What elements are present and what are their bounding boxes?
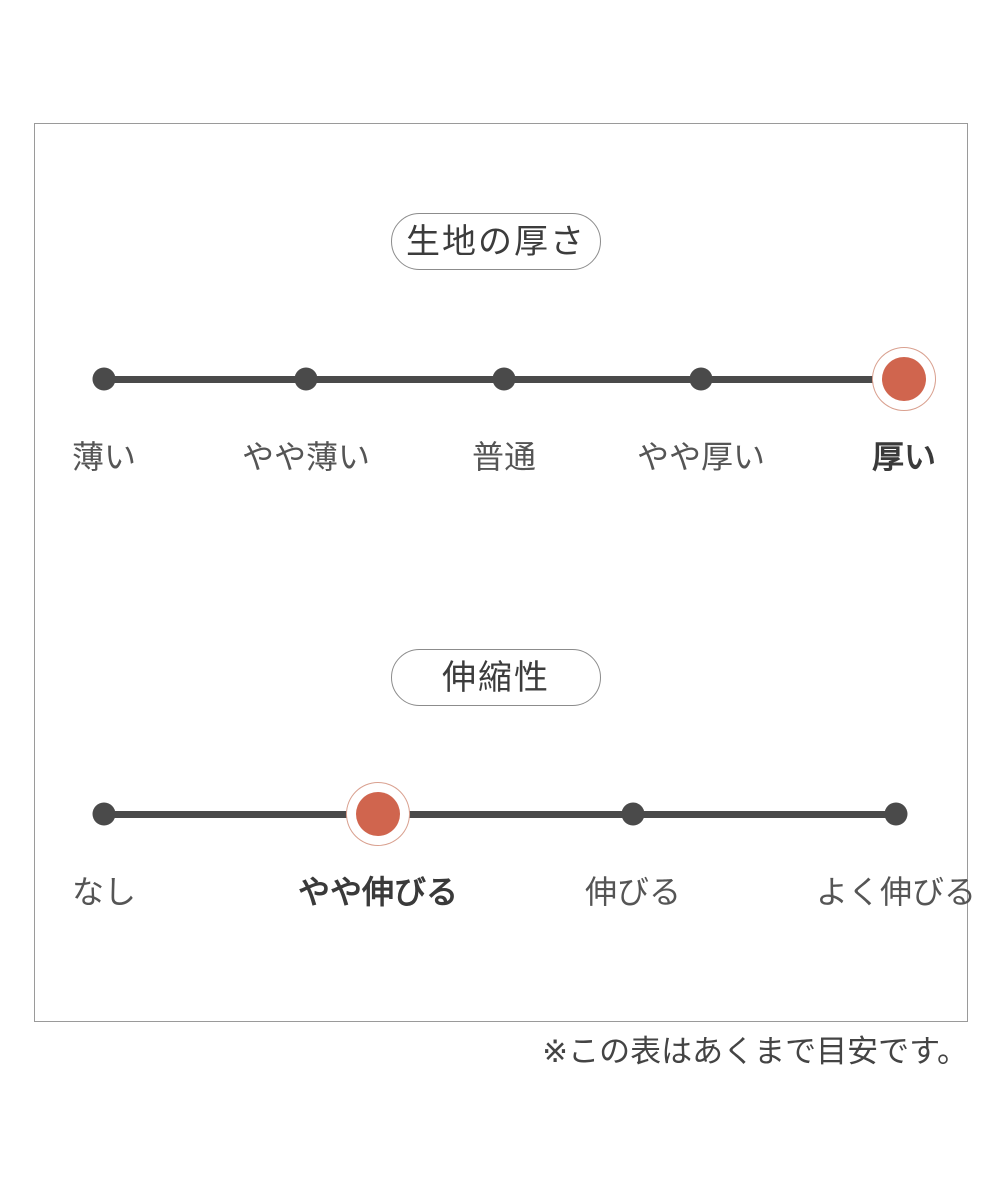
section-title-label-stretch: 伸縮性 bbox=[442, 658, 550, 697]
scale-dot-thickness-4 bbox=[882, 357, 926, 401]
scale-label-thickness-0: 薄い bbox=[71, 439, 137, 475]
scale-dot-stretch-2 bbox=[621, 802, 645, 826]
disclaimer-note: ※この表はあくまで目安です。 bbox=[542, 1034, 968, 1069]
scale-dot-stretch-3 bbox=[884, 802, 908, 826]
scale-dot-thickness-1 bbox=[294, 367, 318, 391]
fabric-spec-frame: 生地の厚さ 薄い やや薄い 普通 やや厚い 厚い 伸縮性 なし やや伸びる 伸びる よく伸びる bbox=[34, 123, 976, 1022]
scale-dot-thickness-0 bbox=[92, 367, 116, 391]
scale-label-stretch-2: 伸びる bbox=[584, 874, 682, 910]
scale-label-thickness-4: 厚い bbox=[871, 439, 937, 475]
section-title-badge-thickness: 生地の厚さ bbox=[391, 213, 601, 270]
scale-label-stretch-1: やや伸びる bbox=[297, 874, 459, 910]
section-title-label-thickness: 生地の厚さ bbox=[406, 222, 586, 261]
scale-label-stretch-0: なし bbox=[71, 874, 137, 910]
scale-dot-stretch-1 bbox=[356, 792, 400, 836]
scale-label-thickness-1: やや薄い bbox=[241, 439, 371, 475]
scale-label-thickness-3: やや厚い bbox=[636, 439, 766, 475]
section-title-badge-stretch: 伸縮性 bbox=[391, 649, 601, 706]
scale-dot-thickness-2 bbox=[492, 367, 516, 391]
scale-label-stretch-3: よく伸びる bbox=[815, 874, 977, 910]
scale-label-thickness-2: 普通 bbox=[471, 439, 537, 475]
scale-dot-thickness-3 bbox=[689, 367, 713, 391]
scale-track-stretch bbox=[104, 810, 896, 818]
scale-dot-stretch-0 bbox=[92, 802, 116, 826]
